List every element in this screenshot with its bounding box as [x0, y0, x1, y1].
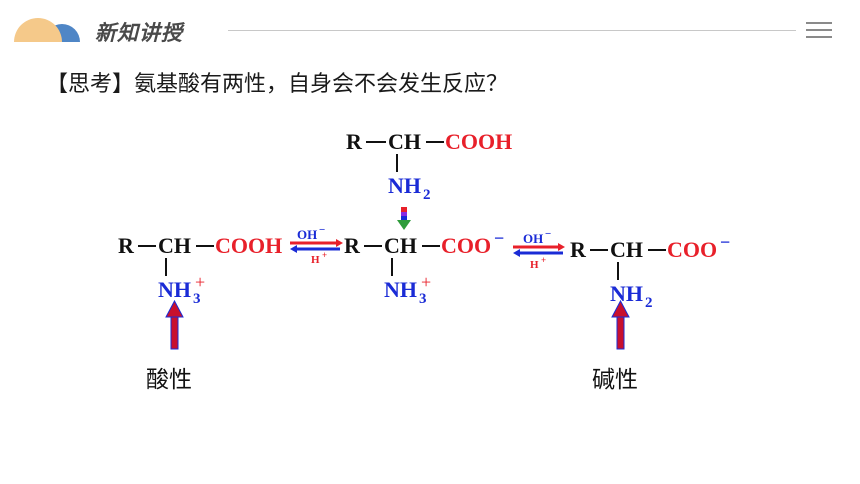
- formula-top: R CH COOH NH 2: [346, 129, 512, 203]
- formula-middle: R CH COO − NH 3 +: [344, 228, 504, 307]
- formula-middle-r: R: [344, 233, 361, 258]
- formula-top-ch: CH: [388, 129, 421, 154]
- equilibrium-left-oh: OH: [297, 227, 317, 242]
- acidic-label: 酸性: [146, 367, 192, 393]
- logo: [14, 18, 80, 42]
- page-title: 新知讲授: [95, 21, 183, 45]
- equilibrium-right-oh: OH: [523, 231, 543, 246]
- formula-right-nh: NH: [610, 281, 643, 306]
- formula-top-nh: NH: [388, 173, 421, 198]
- formula-middle-ch: CH: [384, 233, 417, 258]
- equilibrium-left-oh-charge: −: [319, 224, 325, 236]
- formula-middle-sub: 3: [419, 291, 427, 307]
- formula-left-ch: CH: [158, 233, 191, 258]
- formula-left-r: R: [118, 233, 135, 258]
- formula-left-sub: 3: [193, 291, 201, 307]
- equilibrium-right-h-charge: +: [541, 255, 546, 265]
- formula-right-coo: COO: [667, 237, 717, 262]
- formula-left-nh: NH: [158, 277, 191, 302]
- down-arrow: [397, 207, 411, 230]
- formula-left-cooh: COOH: [215, 233, 282, 258]
- formula-left-charge: +: [195, 272, 205, 292]
- menu-icon[interactable]: [806, 22, 832, 40]
- formula-right-r: R: [570, 237, 587, 262]
- equilibrium-left-h-charge: +: [322, 250, 327, 260]
- formula-top-cooh: COOH: [445, 129, 512, 154]
- acid-up-arrow: [165, 299, 184, 350]
- basic-label: 碱性: [592, 367, 638, 393]
- formula-top-r: R: [346, 129, 363, 154]
- equilibrium-right: OH − H +: [513, 228, 565, 271]
- formula-middle-coo: COO: [441, 233, 491, 258]
- formula-right-ch: CH: [610, 237, 643, 262]
- formula-top-sub: 2: [423, 187, 431, 203]
- formula-middle-coo-charge: −: [494, 228, 504, 248]
- equilibrium-left: OH − H +: [290, 224, 343, 266]
- header-divider: [228, 30, 796, 31]
- formula-right-sub: 2: [645, 295, 653, 311]
- formula-right-coo-charge: −: [720, 232, 730, 252]
- logo-orange-shape: [14, 18, 62, 42]
- equilibrium-right-h: H: [530, 259, 539, 271]
- formula-right: R CH COO − NH 2: [570, 232, 730, 311]
- equilibrium-left-h: H: [311, 254, 320, 266]
- formula-left: R CH COOH NH 3 +: [118, 233, 282, 307]
- base-up-arrow: [611, 299, 630, 350]
- formula-middle-nh: NH: [384, 277, 417, 302]
- equilibrium-right-oh-charge: −: [545, 228, 551, 240]
- formula-middle-charge: +: [421, 272, 431, 292]
- question-text: 【思考】氨基酸有两性，自身会不会发生反应？: [46, 72, 509, 97]
